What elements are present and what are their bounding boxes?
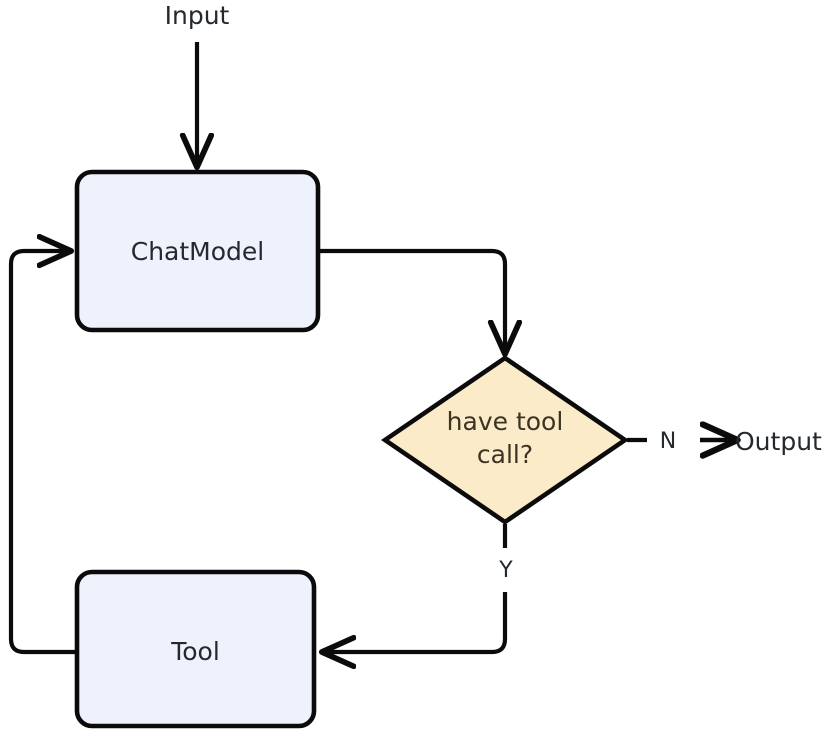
edge-tool-to-chatmodel-loop bbox=[8, 251, 77, 655]
edge-decision-to-tool bbox=[326, 592, 508, 652]
edge-chatmodel-to-decision bbox=[320, 248, 505, 350]
node-decision-have-tool-call[interactable] bbox=[380, 355, 630, 525]
node-chatmodel[interactable] bbox=[74, 169, 321, 333]
node-tool[interactable] bbox=[74, 569, 317, 729]
